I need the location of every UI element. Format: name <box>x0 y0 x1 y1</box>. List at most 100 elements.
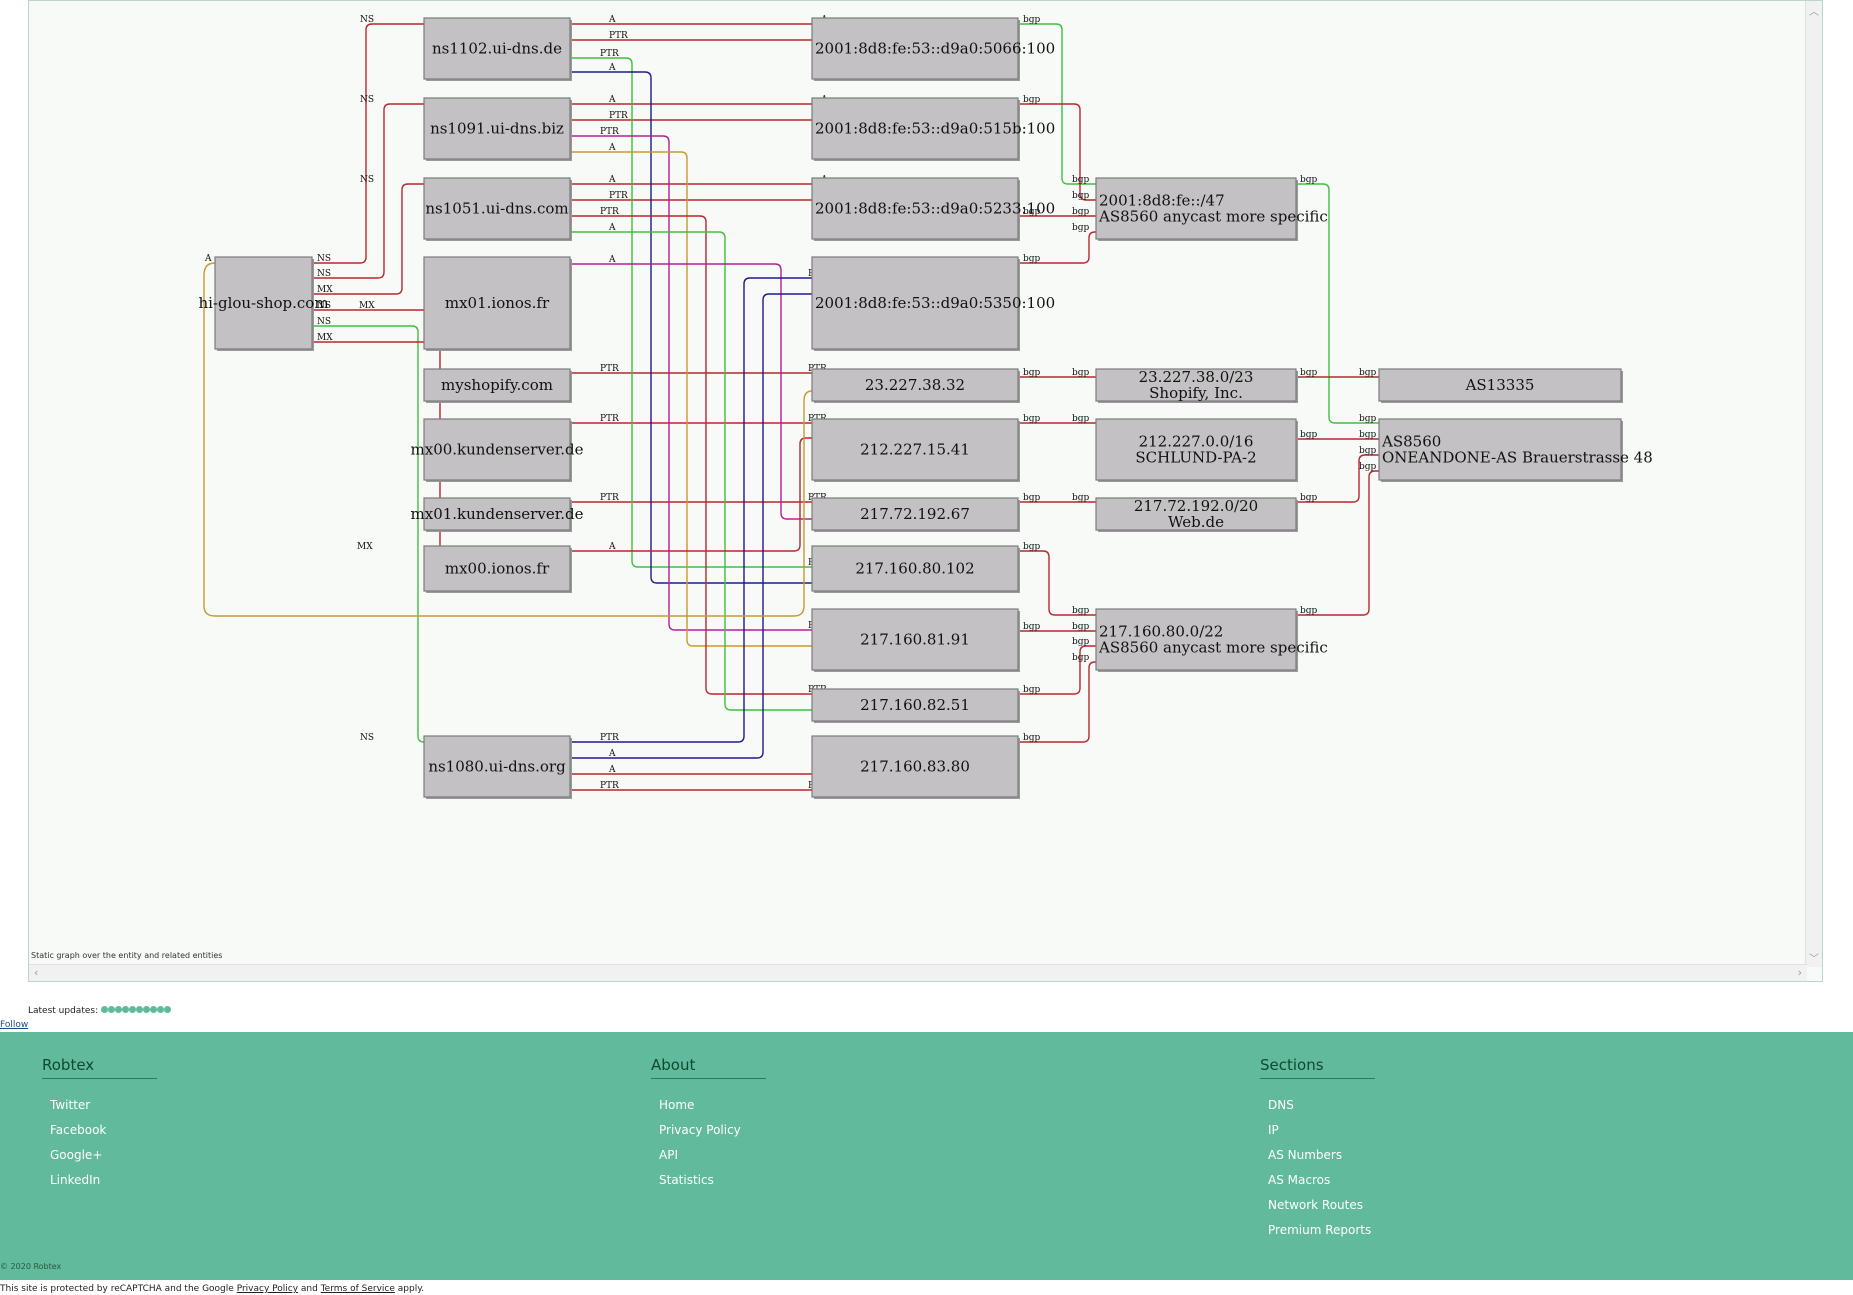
vertical-scrollbar[interactable]: ︿ ﹀ <box>1805 1 1822 967</box>
graph-node-ns1051[interactable]: ns1051.ui-dns.com <box>423 177 572 241</box>
edge-label-bgp: bgp <box>1023 414 1041 424</box>
graph-node-ip-217-160-82[interactable]: 217.160.82.51 <box>811 688 1020 723</box>
edge-label-ptr: PTR <box>600 733 619 743</box>
update-dot[interactable] <box>136 1006 144 1013</box>
edge-label-ptr: PTR <box>600 493 619 503</box>
edge-label-ptr: PTR <box>600 207 619 217</box>
graph-node-label: 217.72.192.0/20 <box>1134 497 1258 515</box>
privacy-policy-link[interactable]: Privacy Policy <box>236 1284 299 1294</box>
graph-node-label: ONEANDONE-AS Brauerstrasse 48 <box>1382 449 1653 467</box>
graph-node-label: mx00.kundenserver.de <box>411 441 584 459</box>
update-dot[interactable] <box>157 1006 165 1013</box>
graph-node-label: AS8560 <box>1381 433 1441 451</box>
scroll-down-icon[interactable]: ﹀ <box>1809 954 1819 965</box>
footer-link-dns[interactable]: DNS <box>1268 1098 1294 1112</box>
graph-node-label: 212.227.0.0/16 <box>1139 433 1254 451</box>
footer-link-premium-reports[interactable]: Premium Reports <box>1268 1223 1372 1237</box>
graph-node-mx00-kunden[interactable]: mx00.kundenserver.de <box>411 418 584 482</box>
graph-node-ns1102[interactable]: ns1102.ui-dns.de <box>423 17 572 81</box>
recaptcha-text: and <box>300 1284 318 1294</box>
edge-label-bgp: bgp <box>1300 430 1318 440</box>
edge-a-ns1051 <box>570 231 812 711</box>
graph-node-ip-23[interactable]: 23.227.38.32 <box>811 368 1020 403</box>
update-dot[interactable] <box>150 1006 158 1013</box>
terms-link[interactable]: Terms of Service <box>320 1284 395 1294</box>
edge-ns-ns1051 <box>312 183 424 295</box>
horizontal-scrollbar[interactable]: ‹ › <box>29 964 1807 981</box>
update-dot[interactable] <box>122 1006 130 1013</box>
scroll-left-icon[interactable]: ‹ <box>34 966 39 979</box>
footer-link-twitter[interactable]: Twitter <box>50 1098 91 1112</box>
graph-node-ip6-5233[interactable]: 2001:8d8:fe:53::d9a0:5233:100 <box>811 177 1055 241</box>
graph-node-label: 2001:8d8:fe::/47 <box>1099 192 1225 210</box>
footer-link-ip[interactable]: IP <box>1268 1123 1279 1137</box>
follow-link[interactable]: Follow <box>0 1020 29 1030</box>
footer-column-robtex: Robtex Twitter Facebook Google+ LinkedIn <box>42 1056 157 1193</box>
update-dots[interactable] <box>101 1006 172 1016</box>
update-dot[interactable] <box>164 1006 172 1013</box>
graph-node-label: hi-glou-shop.com <box>198 294 328 312</box>
graph-node-ip-217-160-80[interactable]: 217.160.80.102 <box>811 545 1020 593</box>
graph-node-ip6-5350[interactable]: 2001:8d8:fe:53::d9a0:5350:100 <box>811 256 1055 351</box>
graph-node-label: 217.160.82.51 <box>860 696 970 714</box>
footer-link-googleplus[interactable]: Google+ <box>50 1148 103 1162</box>
footer-link-home[interactable]: Home <box>659 1098 695 1112</box>
edge-a-mx01-ionos <box>570 263 812 520</box>
recaptcha-text: This site is protected by reCAPTCHA and … <box>0 1284 234 1294</box>
edge-bgp <box>1018 550 1096 616</box>
graph-node-label: 212.227.15.41 <box>860 441 970 459</box>
footer-link-statistics[interactable]: Statistics <box>659 1173 714 1187</box>
edge-label-bgp: bgp <box>1072 622 1090 632</box>
graph-node-ip6-515b[interactable]: 2001:8d8:fe:53::d9a0:515b:100 <box>811 97 1055 161</box>
graph-viewport: AAPTRPTRAAPTRPTRAAPTRPTRPTRPTRPTRPTRPTRP… <box>28 0 1823 982</box>
edge-label-bgp: bgp <box>1072 191 1090 201</box>
update-dot[interactable] <box>143 1006 151 1013</box>
footer-link-facebook[interactable]: Facebook <box>50 1123 107 1137</box>
graph-nodes: hi-glou-shop.com ns1102.ui-dns.de ns1091.u… <box>198 17 1653 799</box>
edge-label-bgp: bgp <box>1072 493 1090 503</box>
graph-node-domain[interactable]: hi-glou-shop.com <box>198 256 329 351</box>
edge-bgp <box>1296 470 1379 616</box>
footer-link-as-macros[interactable]: AS Macros <box>1268 1173 1331 1187</box>
graph-node-ns1080[interactable]: ns1080.ui-dns.org <box>423 735 572 799</box>
scroll-right-icon[interactable]: › <box>1797 966 1802 979</box>
graph-node-label: ns1102.ui-dns.de <box>432 40 562 58</box>
graph-node-mx01-kunden[interactable]: mx01.kundenserver.de <box>411 497 584 532</box>
footer-link-linkedin[interactable]: LinkedIn <box>50 1173 101 1187</box>
graph-node-ip-217-160-83[interactable]: 217.160.83.80 <box>811 735 1020 799</box>
footer-link-privacy[interactable]: Privacy Policy <box>659 1123 741 1137</box>
edge-label-bgp: bgp <box>1072 223 1090 233</box>
edge-label-bgp: bgp <box>1023 207 1041 217</box>
graph-node-ip6-5066[interactable]: 2001:8d8:fe:53::d9a0:5066:100 <box>811 17 1055 81</box>
graph-node-label: 2001:8d8:fe:53::d9a0:5066:100 <box>815 40 1055 58</box>
graph-node-mx00-ionos[interactable]: mx00.ionos.fr <box>423 545 572 593</box>
graph-node-ip-217-72[interactable]: 217.72.192.67 <box>811 497 1020 532</box>
recaptcha-notice: This site is protected by reCAPTCHA and … <box>0 1284 424 1294</box>
graph-node-mx01-ionos[interactable]: mx01.ionos.fr <box>423 256 572 351</box>
graph-node-label: 23.227.38.0/23 <box>1139 368 1254 386</box>
graph-node-ns1091[interactable]: ns1091.ui-dns.biz <box>423 97 572 161</box>
edge-label-a: A <box>608 15 616 25</box>
graph-node-ip-217-160-81[interactable]: 217.160.81.91 <box>811 608 1020 672</box>
edge-label-ns: NS <box>360 95 374 105</box>
footer-link-api[interactable]: API <box>659 1148 678 1162</box>
footer: Robtex Twitter Facebook Google+ LinkedIn… <box>0 1032 1853 1278</box>
update-dot[interactable] <box>101 1006 109 1013</box>
footer-link-network-routes[interactable]: Network Routes <box>1268 1198 1364 1212</box>
footer-link-as-numbers[interactable]: AS Numbers <box>1268 1148 1343 1162</box>
edge-a-ns1080 <box>570 293 812 759</box>
graph-node-myshopify[interactable]: myshopify.com <box>423 368 572 403</box>
update-dot[interactable] <box>115 1006 123 1013</box>
graph-node-as13335[interactable]: AS13335 <box>1378 368 1623 403</box>
scroll-up-icon[interactable]: ︿ <box>1809 7 1819 18</box>
update-dot[interactable] <box>129 1006 137 1013</box>
edge-label-bgp: bgp <box>1023 685 1041 695</box>
update-dot[interactable] <box>108 1006 116 1013</box>
graph-node-ip-212[interactable]: 212.227.15.41 <box>811 418 1020 482</box>
